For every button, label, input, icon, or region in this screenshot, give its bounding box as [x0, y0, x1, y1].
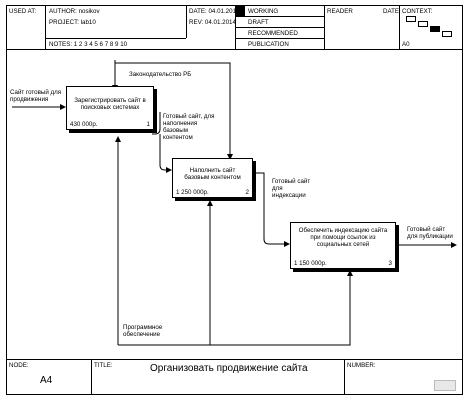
- author-field: AUTHOR: nosikov: [49, 8, 100, 15]
- output1-arrow-label: Готовый сайт, для наполнения базовым кон…: [163, 113, 215, 141]
- mechanism-arrow-label: Программное обеспечение: [123, 324, 163, 338]
- footer-divider: [344, 359, 345, 395]
- node-label: NODE:: [9, 362, 29, 369]
- output2-arrow-label: Готовый сайт для индексации: [272, 178, 311, 199]
- activity-box-2[interactable]: Наполнить сайт базовым контентом 1 250 0…: [172, 158, 253, 198]
- status-publication: PUBLICATION: [248, 41, 289, 48]
- header-divider: [235, 27, 324, 28]
- footer-top-border: [6, 359, 463, 360]
- output-arrow-label: Готовый сайт для публикации: [407, 226, 453, 240]
- activity-number: 3: [388, 260, 392, 267]
- input-arrow-label: Сайт готовый для продвижения: [10, 89, 62, 103]
- header-divider: [45, 5, 46, 50]
- mechanism-arrow-3: [210, 270, 353, 346]
- control-arrow-2: [115, 62, 233, 160]
- header-divider: [45, 38, 186, 39]
- out1-loop: [152, 112, 161, 135]
- output2-arrow: [254, 172, 290, 247]
- output1-arrow: [159, 134, 172, 173]
- page-title: Организовать продвижение сайта: [150, 363, 308, 374]
- activity-cost: 430 000р.: [70, 121, 98, 128]
- control-arrow-label: Законодательство РБ: [129, 71, 192, 78]
- activity-box-3[interactable]: Обеспечить индексацию сайта при помощи с…: [290, 222, 396, 269]
- reader-date-label: DATE: [383, 8, 400, 15]
- header-bottom-border: [6, 49, 463, 50]
- context-node: A0: [402, 41, 410, 48]
- working-status-marker: [236, 6, 245, 16]
- header-divider: [399, 5, 400, 50]
- rev-field: REV: 04.01.2014: [189, 19, 236, 26]
- header-divider: [186, 5, 187, 38]
- used-at-label: USED AT:: [9, 8, 37, 15]
- header-divider: [235, 16, 324, 17]
- header-divider: [235, 38, 324, 39]
- status-draft: DRAFT: [248, 19, 269, 26]
- project-field: PROJECT: lab10: [49, 19, 96, 26]
- reader-label: READER: [327, 8, 353, 15]
- number-label: NUMBER:: [347, 362, 376, 369]
- header-divider: [324, 5, 325, 50]
- scrollbar-thumb[interactable]: [434, 380, 456, 391]
- context-thumbnail: [406, 16, 456, 38]
- activity-label: Зарегистрировать сайт в поисковых систем…: [74, 97, 146, 111]
- activity-number: 1: [146, 121, 150, 128]
- notes-field: NOTES: 1 2 3 4 5 6 7 8 9 10: [49, 41, 128, 48]
- context-label: CONTEXT:: [402, 8, 433, 15]
- footer-divider: [91, 359, 92, 395]
- node-value: A4: [40, 375, 53, 386]
- activity-number: 2: [245, 189, 249, 196]
- activity-cost: 1 250 000р.: [176, 189, 209, 196]
- date-field: DATE: 04.01.2014: [189, 8, 240, 15]
- activity-cost: 1 150 000р.: [294, 260, 327, 267]
- diagram-frame: [6, 5, 463, 395]
- status-recommended: RECOMMENDED: [248, 30, 298, 37]
- status-working: WORKING: [248, 8, 279, 15]
- activity-box-1[interactable]: Зарегистрировать сайт в поисковых систем…: [66, 86, 154, 130]
- activity-label: Наполнить сайт базовым контентом: [184, 167, 241, 181]
- activity-label: Обеспечить индексацию сайта при помощи с…: [298, 227, 388, 248]
- title-label: TITLE:: [94, 362, 113, 369]
